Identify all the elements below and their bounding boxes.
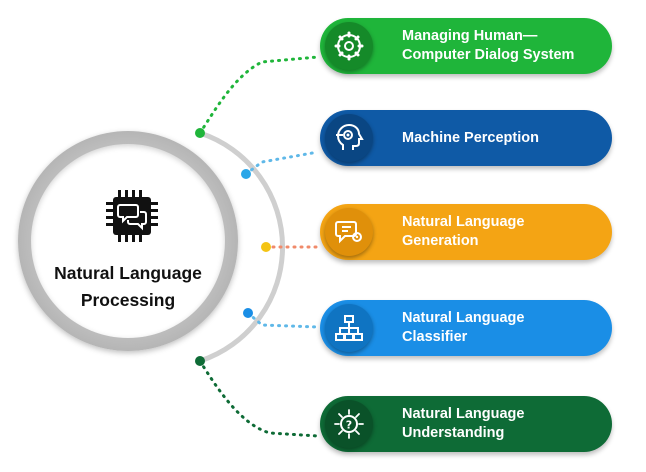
item-machine-perception: Machine Perception [320,110,612,166]
junction-dot-5 [195,356,205,366]
junction-dot-3 [261,242,271,252]
center-hub-face: Natural Language Processing [31,144,225,338]
chat-gear-icon [335,221,362,244]
junction-dot-4 [243,308,253,318]
item-nl-understanding: ? Natural Language Understanding [320,396,612,452]
item-3-icon-badge [325,208,373,256]
item-managing-dialog-system: Managing Human— Computer Dialog System [320,18,612,74]
item-5-line2: Understanding [402,425,505,441]
center-title: Natural Language Processing [37,260,219,314]
junction-dot-2 [241,169,251,179]
item-4-line2: Classifier [402,329,468,345]
item-1-line2: Computer Dialog System [402,47,575,63]
item-4-line1: Natural Language [402,310,525,326]
center-hub: Natural Language Processing [18,131,238,351]
item-3-line1: Natural Language [402,214,525,230]
item-5-icon-badge: ? [325,400,373,448]
item-2-icon-badge [325,114,373,162]
item-1-icon-badge [325,22,373,70]
item-4-icon-badge [325,304,373,352]
junction-dot-1 [195,128,205,138]
center-title-line2: Processing [80,290,176,310]
item-1-label: Managing Human— Computer Dialog System [402,18,608,74]
item-5-line1: Natural Language [402,406,525,422]
item-nl-generation: Natural Language Generation [320,204,612,260]
item-2-line1: Machine Perception [402,129,539,146]
item-1-line1: Managing Human— [402,28,538,44]
connector-4 [246,311,320,329]
item-3-line2: Generation [402,233,479,249]
hierarchy-icon [335,315,363,341]
svg-text:?: ? [346,419,352,432]
connector-2 [244,150,320,176]
item-2-label: Machine Perception [402,110,608,166]
processor-chip-chat-icon [106,190,158,242]
gear-icon [334,31,364,61]
item-nl-classifier: Natural Language Classifier [320,300,612,356]
item-5-label: Natural Language Understanding [402,396,608,452]
head-eye-icon [336,123,364,150]
connector-5 [198,359,320,438]
item-4-label: Natural Language Classifier [402,300,608,356]
question-head-icon: ? [334,409,364,439]
connector-1 [198,55,320,135]
center-title-line1: Natural Language [54,263,202,283]
item-3-label: Natural Language Generation [402,204,608,260]
